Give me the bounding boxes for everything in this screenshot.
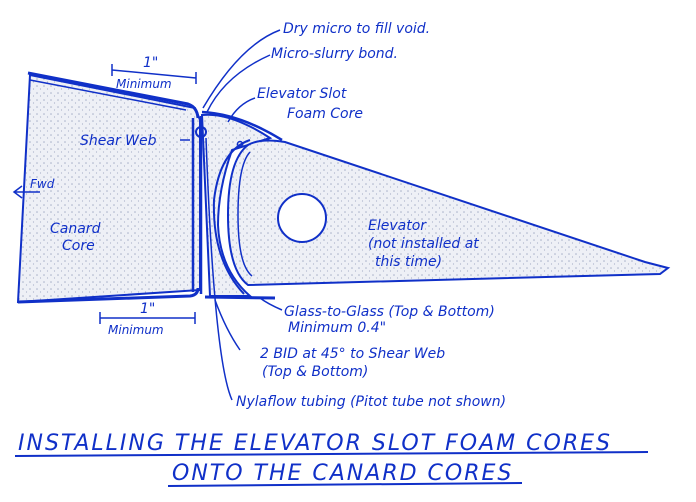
title-underline-2 [167,482,523,487]
leader-bid [214,299,241,351]
nylaflow-tube [195,126,207,138]
dimension-bottom [99,312,196,324]
label-canard-1: Canard [50,221,101,237]
dimension-top [111,64,197,84]
label-glass-1: Glass-to-Glass (Top & Bottom) [284,304,495,320]
elevator-hinge-hole [277,193,327,243]
label-min-top-word: Minimum [116,77,172,91]
label-elevator-1: Elevator [368,218,427,234]
leader-dry-micro [202,29,281,109]
leader-micro-slurry [206,54,271,113]
label-elevator-2: (not installed at [368,236,479,252]
label-min-bot-value: 1" [140,301,155,317]
label-shear-web: Shear Web [80,133,157,149]
fwd-arrow-icon [12,185,40,199]
label-bid-1: 2 BID at 45° to Shear Web [260,346,445,362]
label-micro-slurry: Micro-slurry bond. [271,46,398,62]
label-canard-2: Core [62,238,95,254]
title-line-2: ONTO THE CANARD CORES [172,461,513,486]
label-bid-2: (Top & Bottom) [262,364,368,380]
label-slot-core-1: Elevator Slot [257,86,347,102]
elevator-shape [226,139,671,287]
canard-bottom-skin [17,287,200,304]
shear-web [191,116,203,294]
canard-top-skin [27,71,200,119]
label-nylaflow: Nylaflow tubing (Pitot tube not shown) [236,394,506,410]
title-underline-1 [14,451,649,457]
leader-nylaflow [205,137,233,401]
leader-slot-core [227,97,256,123]
label-glass-2: Minimum 0.4" [288,320,386,336]
label-dry-micro: Dry micro to fill void. [283,21,430,37]
label-fwd: Fwd [30,177,55,191]
label-min-top-value: 1" [143,55,158,71]
label-slot-core-2: Foam Core [287,106,363,122]
label-elevator-3: this time) [375,254,442,270]
title-line-1: INSTALLING THE ELEVATOR SLOT FOAM CORES [18,431,612,456]
label-min-bot-word: Minimum [108,323,164,337]
leader-glass [259,297,283,311]
